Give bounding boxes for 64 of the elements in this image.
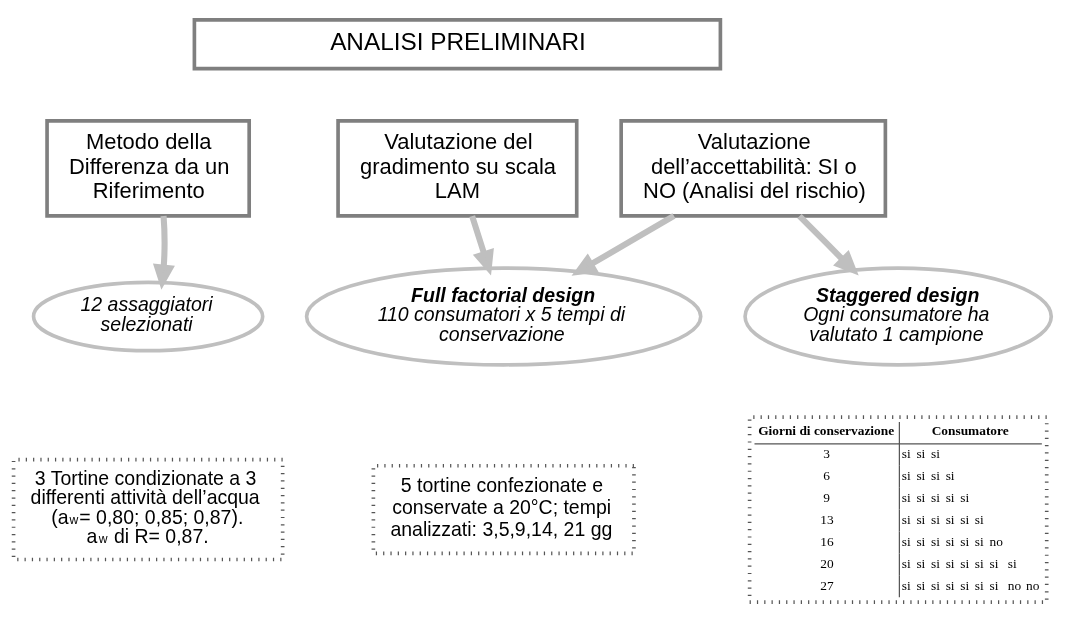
label: Consumatore [931, 422, 1009, 438]
label: no [989, 533, 1003, 549]
label: si [901, 555, 911, 571]
label: si [931, 467, 940, 483]
label: 20 [820, 555, 834, 571]
node-ellipse: 12 assaggiatori selezionati [31, 279, 265, 352]
label: no [1007, 577, 1022, 593]
label: no [1026, 577, 1040, 593]
label: si [1007, 555, 1017, 571]
label: si [916, 577, 926, 593]
label: si [916, 533, 926, 549]
label: si [974, 577, 984, 593]
label: si [931, 445, 940, 461]
node-box: Valutazione del gradimento su scala LAM [336, 118, 579, 218]
label: 27 [820, 577, 834, 593]
label: si [945, 555, 955, 571]
arrow [152, 215, 175, 290]
label: si [960, 533, 970, 549]
label: si [989, 577, 999, 593]
label: si [945, 467, 955, 483]
node-box: 5 tortine confezionate e conservate a 20°C; tempi analizzati: 3,5,9,14, 21 gg [371, 463, 636, 555]
node-ellipse: Full factorial design 110 consumatori x 5 tempi di conservazione [304, 265, 703, 367]
label: si [916, 445, 926, 461]
label: si [945, 577, 955, 593]
node-ellipse: Staggered design Ogni consumatore ha valutato 1 campione [743, 265, 1054, 367]
label: si [974, 511, 984, 527]
label: si [901, 511, 911, 527]
label: si [931, 511, 940, 527]
label: si [901, 533, 911, 549]
label: si [945, 511, 955, 527]
label: si [931, 577, 940, 593]
label: 16 [820, 533, 834, 549]
label: si [989, 555, 999, 571]
label: si [945, 489, 955, 505]
node-box: ANALISI PRELIMINARI [192, 17, 723, 70]
label: Giorni di conservazione [758, 422, 895, 438]
label: si [945, 533, 955, 549]
label: 13 [820, 511, 834, 527]
label: si [916, 467, 926, 483]
arrow [797, 213, 859, 276]
arrow [469, 214, 494, 275]
label: si [916, 511, 926, 527]
node-box: Valutazione dell’accettabilità: SI o NO (Analisi del rischio) [619, 118, 888, 218]
label: si [901, 467, 911, 483]
label: 6 [823, 467, 830, 483]
label: 3 [823, 445, 830, 461]
label: si [974, 533, 984, 549]
label: si [960, 555, 970, 571]
label: si [901, 489, 911, 505]
label: si [960, 489, 970, 505]
label: si [960, 577, 970, 593]
label: si [901, 577, 911, 593]
label: 9 [823, 489, 830, 505]
label: si [916, 489, 926, 505]
label: si [931, 533, 940, 549]
label: si [974, 555, 984, 571]
arrow [571, 212, 676, 276]
label: si [931, 489, 940, 505]
node-box: Metodo della Differenza da un Riferimento [45, 118, 251, 218]
label: si [960, 511, 970, 527]
label: si [916, 555, 926, 571]
node-box: 3 Tortine condizionate a 3 differenti attività dell’acqua (aw= 0,80; 0,85; 0,87). aw di R= 0,87. [11, 457, 285, 561]
label: si [931, 555, 940, 571]
label: si [901, 445, 911, 461]
